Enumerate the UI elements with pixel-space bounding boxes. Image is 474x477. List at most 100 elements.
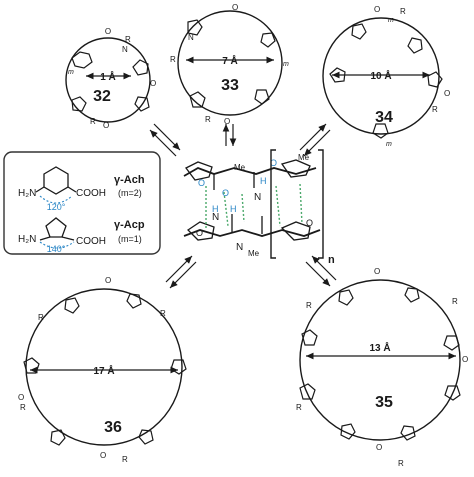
macrocycle-32: 1 Å 32 O R N m O O R [65, 27, 156, 130]
equilibrium-arrow-34-back [303, 129, 331, 157]
atom-n: N [254, 192, 261, 203]
equilibrium-arrows [149, 123, 337, 289]
atom-o: O [444, 89, 450, 98]
amine-label-ach: H₂N [18, 188, 36, 199]
atom-r: R [170, 55, 176, 64]
compound-number-35: 35 [375, 394, 393, 411]
atom-h: H [260, 176, 267, 186]
angle-label-acp: 140° [47, 244, 66, 254]
hydrogen-bond [241, 193, 245, 223]
atom-n: N [236, 242, 243, 253]
cyclopentane-32d [134, 96, 150, 112]
atom-m: m [283, 61, 289, 68]
monomer-sub-ach: (m=2) [118, 188, 142, 198]
atom-o: O [374, 267, 380, 276]
atom-o: O [105, 27, 111, 36]
cyclopentane-ring-icon [45, 217, 67, 238]
atom-o: O [196, 228, 203, 238]
atom-n: N [188, 33, 194, 42]
atom-r: R [400, 7, 406, 16]
cyclopentane-35g [340, 423, 356, 440]
ring-35 [299, 279, 461, 441]
cyclopentane-32b [132, 59, 149, 76]
atom-o: O [374, 5, 380, 14]
hydrogen-bond [275, 185, 281, 227]
acid-label-ach: COOH [76, 188, 106, 199]
atom-o: O [103, 121, 109, 130]
atom-m: m [386, 141, 392, 148]
atom-r: R [452, 297, 458, 306]
methyl-label: Me [298, 153, 310, 162]
cyclopentane-35d [443, 335, 460, 351]
atom-h: H [212, 204, 219, 214]
cyclopentane-35b [404, 287, 420, 303]
cyclopentane-36b [126, 293, 142, 309]
cyclopentane-33b [260, 32, 276, 48]
atom-r: R [125, 35, 131, 44]
ring-36 [25, 288, 183, 446]
cyclopentane-36d [170, 359, 187, 375]
equilibrium-arrow-36 [169, 261, 197, 289]
atom-r: R [296, 403, 302, 412]
lower-backbone [183, 229, 321, 237]
atom-o: O [105, 276, 111, 285]
cyclopentane-36f [138, 429, 154, 445]
atom-o: O [222, 188, 229, 198]
monomer-name-ach: γ-Ach [114, 174, 145, 186]
equilibrium-arrow-34 [299, 123, 327, 151]
atom-o: O [100, 451, 106, 460]
atom-o: O [376, 443, 382, 452]
repeat-bracket-left [270, 149, 276, 259]
amine-bond [39, 236, 51, 241]
compound-number-34: 34 [375, 109, 393, 126]
macrocycle-33: 7 Å 33 O R m O R N [170, 3, 289, 126]
lower-ring-right [280, 221, 311, 241]
distance-label-33: 7 Å [222, 54, 238, 67]
cyclopentane-33a [187, 19, 203, 36]
equilibrium-arrow-32-back [153, 123, 181, 151]
equilibrium-arrow-32 [149, 129, 177, 157]
acid-label-acp: COOH [76, 236, 106, 247]
cyclopentane-33c [189, 91, 206, 108]
macrocycle-35: 13 Å 35 O R R O R O R [296, 267, 468, 468]
central-dimer-structure: O O H H N N H Me Me Me N O O O n [183, 149, 335, 266]
equilibrium-arrow-35-back [311, 255, 337, 281]
atom-m: m [68, 69, 74, 76]
atom-r: R [432, 105, 438, 114]
cyclopentane-36e [50, 429, 66, 446]
atom-o: O [198, 178, 205, 188]
macrocycle-36: 17 Å 36 O R R O R O R [18, 276, 187, 464]
angle-arc-acp [39, 241, 75, 249]
atom-m: m [388, 17, 394, 24]
atom-r: R [38, 313, 44, 322]
compound-number-33: 33 [221, 77, 239, 94]
cyclopentane-35e [299, 383, 316, 400]
compound-number-36: 36 [104, 419, 122, 436]
distance-label-36: 17 Å [93, 364, 114, 377]
repeat-index-n: n [328, 254, 335, 266]
cyclopentane-35c [301, 329, 318, 346]
atom-o: O [224, 117, 230, 126]
angle-arc-ach [39, 195, 73, 204]
atom-o: O [306, 218, 313, 228]
atom-o: O [18, 393, 24, 402]
equilibrium-arrow-35 [305, 261, 331, 287]
atom-o: O [462, 355, 468, 364]
distance-label-32: 1 Å [100, 70, 116, 83]
monomer-sub-acp: (m=1) [118, 234, 142, 244]
atom-o: O [270, 158, 277, 168]
atom-n: N [122, 45, 128, 54]
cyclopentane-35f [444, 385, 461, 401]
cyclohexane-32a [71, 51, 93, 69]
distance-label-34: 10 Å [370, 69, 391, 82]
cyclopentane-35a [338, 289, 354, 306]
atom-r: R [160, 309, 166, 318]
amine-bond [35, 186, 45, 193]
ring-33 [177, 10, 283, 116]
atom-h: H [230, 204, 237, 214]
cyclopentane-34d [427, 71, 443, 88]
cyclopentane-35h [400, 425, 416, 441]
hydrogen-bond [299, 183, 303, 225]
acid-bond [67, 186, 77, 193]
equilibrium-arrow-36-back [165, 255, 193, 283]
